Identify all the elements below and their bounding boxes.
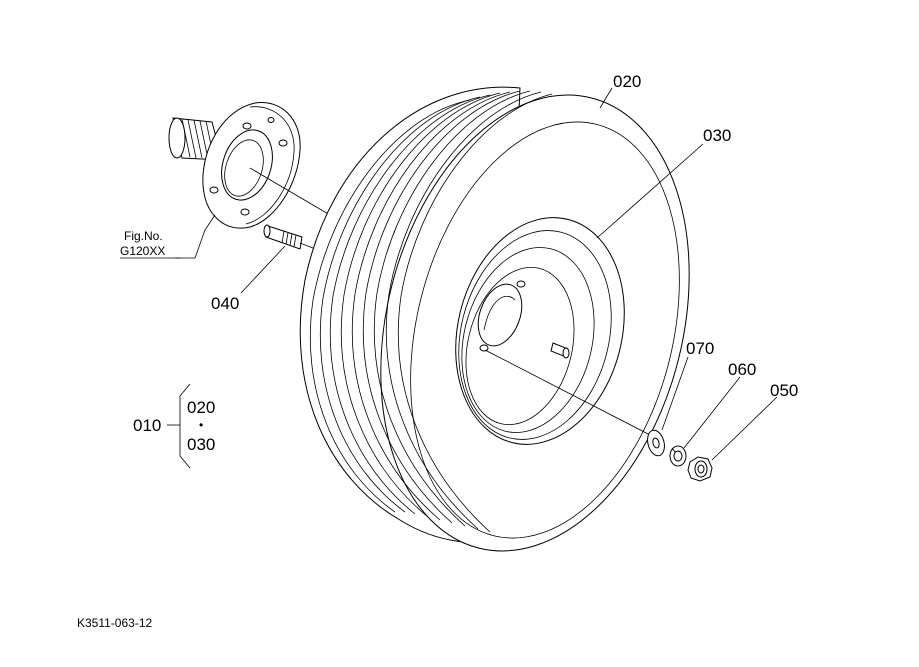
assembly-bracket <box>179 383 191 469</box>
figure-ref-line1: Fig.No. <box>124 229 163 243</box>
assembly-group-top: 020 <box>187 398 215 417</box>
axle-hub <box>168 102 301 229</box>
drawing-code: K3511-063-12 <box>77 616 152 630</box>
wheel-rim <box>455 217 625 445</box>
hardware-axis-line <box>484 349 653 437</box>
callout-060: 060 <box>728 360 756 379</box>
assembly-group-separator: • <box>199 418 203 432</box>
wheel-stud <box>263 224 303 250</box>
callout-070: 070 <box>686 339 714 358</box>
assembly-group-bottom: 030 <box>187 435 215 454</box>
hex-nut <box>687 456 713 482</box>
lock-washer <box>669 445 687 467</box>
callout-010: 010 <box>133 416 161 435</box>
callout-030: 030 <box>703 126 731 145</box>
callout-050: 050 <box>770 381 798 400</box>
callout-020: 020 <box>613 72 641 91</box>
center-axis-line <box>249 167 331 216</box>
callout-040: 040 <box>211 294 239 313</box>
flat-washer <box>647 429 665 457</box>
figure-ref-line2: G120XX <box>120 244 165 258</box>
leader-lines <box>120 87 778 461</box>
